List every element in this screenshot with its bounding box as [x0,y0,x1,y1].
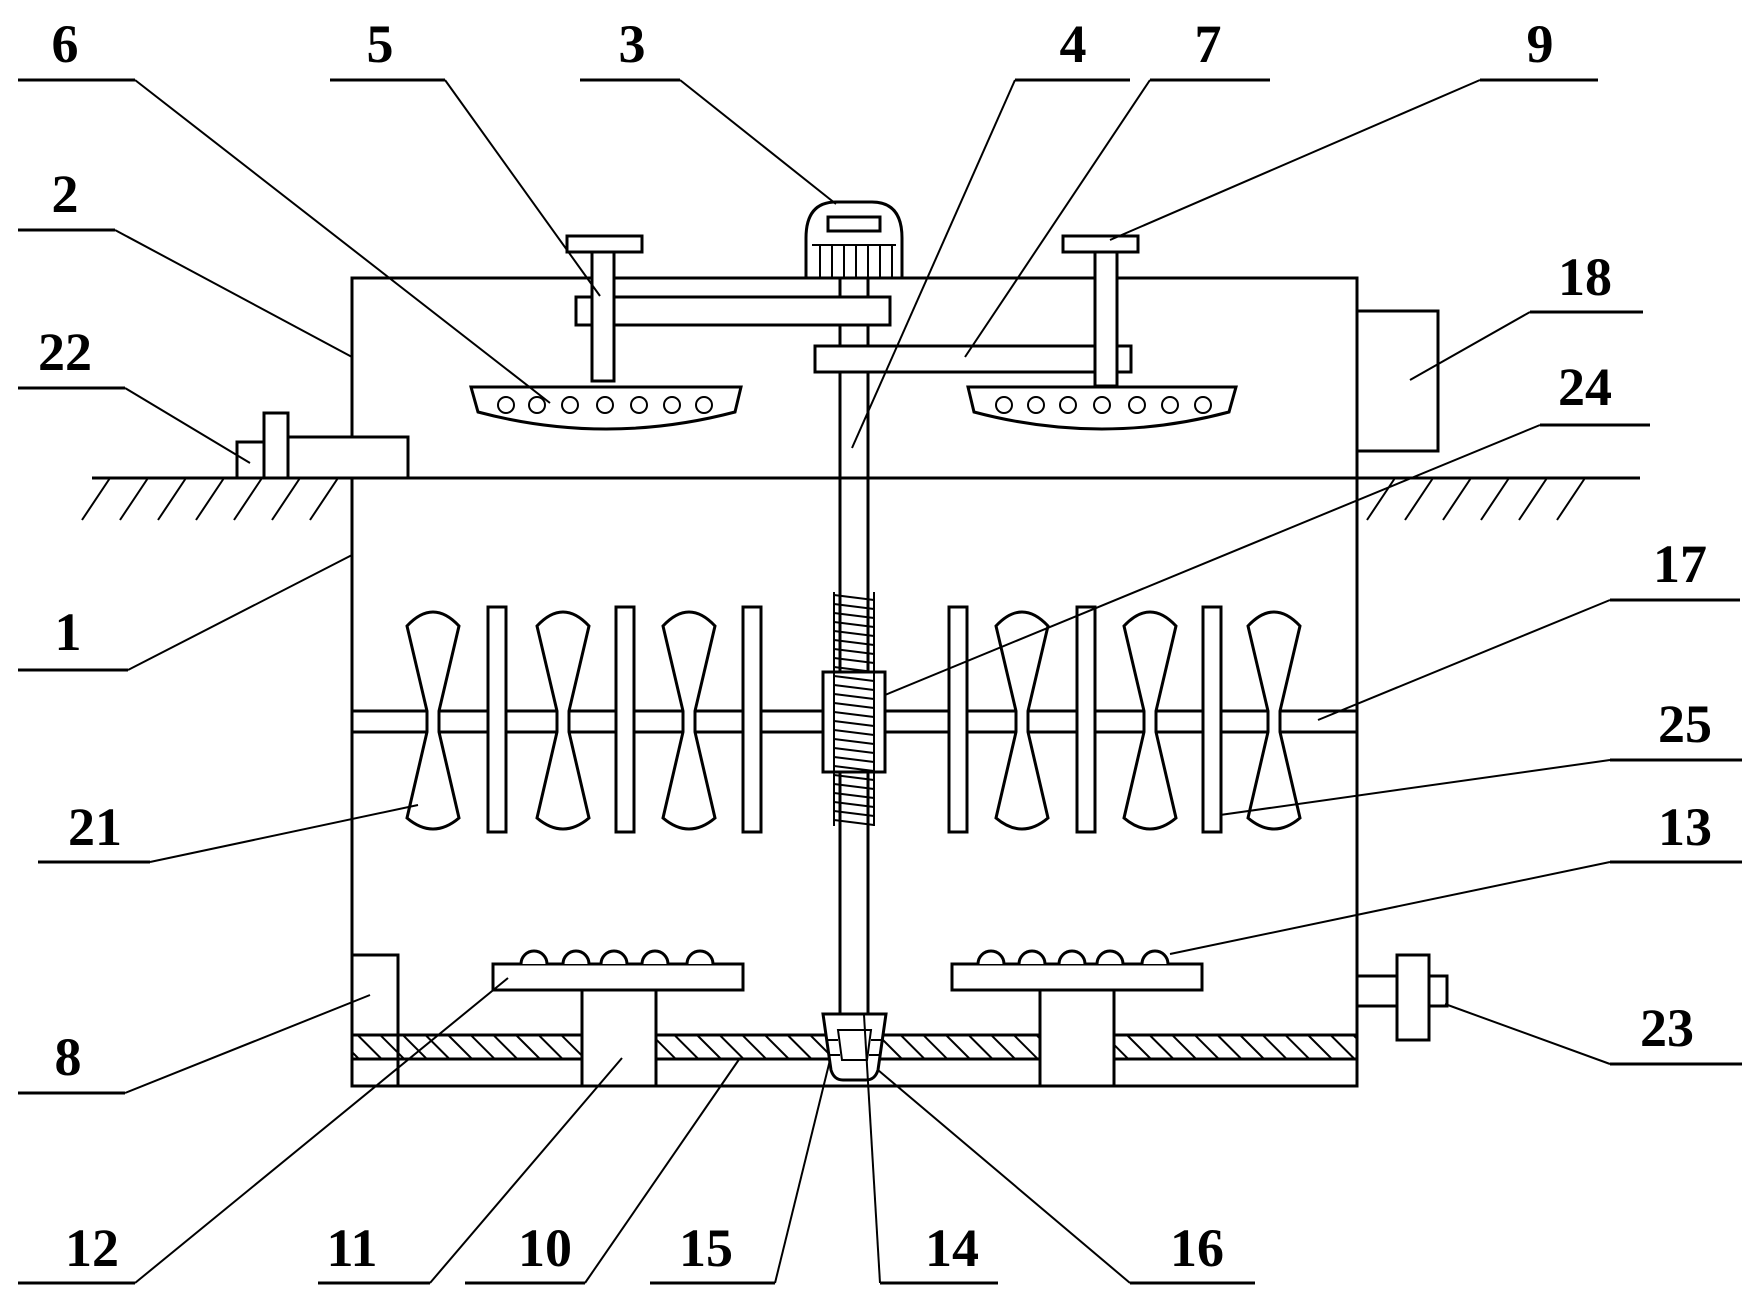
leader-pointer-11 [429,1057,623,1284]
part-label-7: 7 [1195,14,1222,74]
part-label-6: 6 [52,14,79,74]
part-labels: 6 5 3 4 7 9 2 18 22 24 17 1 25 21 13 8 23 12 11 10 15 14 16 [38,14,1712,1278]
part-label-25: 25 [1658,694,1712,754]
part-label-3: 3 [619,14,646,74]
side-box [1355,309,1440,453]
leader-pointer-17 [1317,599,1611,721]
leader-pointer-3 [679,79,837,205]
spring-collar [821,592,887,826]
leader-pointer-15 [774,1059,831,1284]
leader-pointer-14 [863,1014,881,1284]
part-label-14: 14 [925,1218,979,1278]
leader-pointer-16 [877,1069,1131,1284]
leader-pointer-10 [584,1057,741,1284]
part-label-8: 8 [55,1027,82,1087]
leader-lines [18,78,1742,1285]
part-label-21: 21 [68,797,122,857]
part-label-16: 16 [1170,1218,1224,1278]
leader-pointer-2 [114,229,353,358]
leader-pointer-13 [1169,861,1611,955]
part-label-13: 13 [1658,797,1712,857]
part-label-1: 1 [55,602,82,662]
leader-pointer-1 [127,554,353,671]
stirring-blades [405,610,1302,831]
part-label-4: 4 [1060,14,1087,74]
central-shaft [838,278,870,1016]
part-label-15: 15 [679,1218,733,1278]
part-label-2: 2 [52,164,79,224]
part-label-9: 9 [1527,14,1554,74]
outlet-valve [1355,953,1449,1042]
left-top-assembly [469,234,892,431]
ground-line [81,476,1640,521]
leader-pointer-12 [134,977,509,1284]
leader-pointer-5 [444,79,601,297]
motor [804,200,904,280]
right-support-table [950,949,1204,1088]
leader-pointer-9 [1109,79,1481,241]
leader-pointer-4 [851,79,1016,449]
leader-pointer-24 [884,424,1541,696]
leader-pointer-7 [964,79,1151,358]
part-label-10: 10 [518,1218,572,1278]
part-label-12: 12 [65,1218,119,1278]
part-label-24: 24 [1558,357,1612,417]
leader-pointer-18 [1409,311,1531,381]
leader-pointer-25 [1219,759,1611,816]
part-label-11: 11 [326,1218,377,1278]
leader-pointer-6 [134,79,551,404]
part-label-22: 22 [38,322,92,382]
leader-pointer-22 [124,387,251,464]
right-top-assembly [813,234,1238,431]
bottom-coupling [821,1012,888,1082]
left-support-table [491,949,745,1088]
part-label-5: 5 [367,14,394,74]
part-label-17: 17 [1653,534,1707,594]
inlet-pipe [235,411,410,480]
leader-pointer-23 [1444,1003,1611,1065]
part-label-18: 18 [1558,247,1612,307]
corner-block [350,953,400,1088]
part-label-23: 23 [1640,998,1694,1058]
leader-pointer-8 [124,994,371,1094]
leader-pointer-21 [149,804,419,863]
